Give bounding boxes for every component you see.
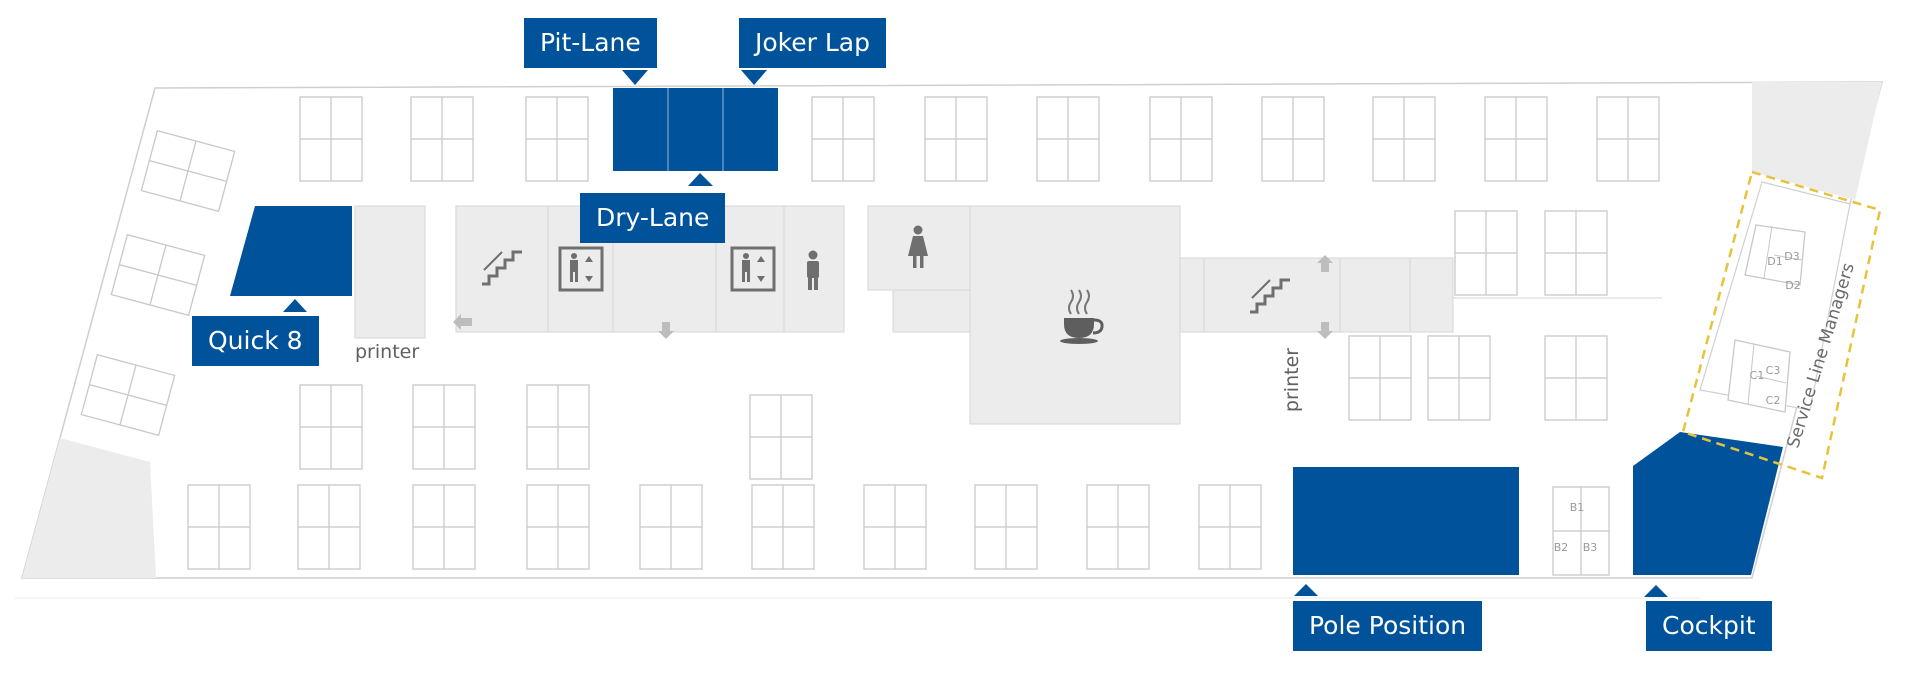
desk-label-b3: B3 bbox=[1583, 541, 1598, 554]
desk-group bbox=[749, 394, 813, 480]
desk-group bbox=[299, 384, 363, 470]
desk-group bbox=[1427, 335, 1491, 421]
desk-group bbox=[1149, 96, 1213, 182]
desk-group bbox=[526, 384, 590, 470]
arrow-icon bbox=[658, 322, 674, 339]
elevator-icon bbox=[558, 246, 604, 292]
central-core bbox=[354, 205, 1662, 425]
arrow-icon bbox=[453, 314, 472, 330]
corner-shade-left bbox=[22, 438, 156, 578]
desk-area bbox=[80, 96, 1660, 576]
desk-label-b1: B1 bbox=[1570, 501, 1585, 514]
desk-group bbox=[1348, 335, 1412, 421]
printer-label-right: printer bbox=[1281, 348, 1303, 412]
desk-group bbox=[1544, 210, 1608, 296]
desk-group bbox=[297, 484, 361, 570]
desk-group bbox=[140, 129, 236, 213]
desk-group bbox=[80, 353, 176, 437]
desk-group bbox=[412, 384, 476, 470]
arrow-icon bbox=[1317, 322, 1333, 339]
room-quick-8[interactable] bbox=[230, 206, 352, 296]
desk-group bbox=[412, 484, 476, 570]
b-desks: B1 B2 B3 bbox=[1554, 501, 1598, 554]
desk-group bbox=[187, 484, 251, 570]
desk-group bbox=[811, 96, 875, 182]
slm-highlight-border bbox=[1681, 170, 1882, 480]
desk-label-b2: B2 bbox=[1554, 541, 1569, 554]
desk-group bbox=[639, 484, 703, 570]
desk-label-c3: C3 bbox=[1766, 364, 1781, 377]
desk-group bbox=[924, 96, 988, 182]
female-restroom-icon bbox=[908, 225, 928, 268]
desk-label-d3: D3 bbox=[1784, 250, 1799, 263]
desk-group bbox=[410, 96, 474, 182]
desk-group bbox=[974, 484, 1038, 570]
desk-label-c1: C1 bbox=[1750, 369, 1765, 382]
desk-group bbox=[1454, 210, 1518, 296]
coffee-icon bbox=[1060, 289, 1104, 344]
desk-group bbox=[863, 484, 927, 570]
desk-group bbox=[1261, 96, 1325, 182]
desk-group bbox=[751, 484, 815, 570]
label-dry-lane[interactable]: Dry-Lane bbox=[580, 193, 726, 243]
label-quick-8[interactable]: Quick 8 bbox=[192, 316, 319, 366]
male-restroom-icon bbox=[807, 250, 819, 290]
desk-group bbox=[1544, 335, 1608, 421]
desk-group bbox=[1484, 96, 1548, 182]
desk-group bbox=[1372, 96, 1436, 182]
desk-label-c2: C2 bbox=[1766, 394, 1781, 407]
arrow-icon bbox=[1317, 255, 1333, 272]
label-cockpit[interactable]: Cockpit bbox=[1646, 601, 1772, 651]
stairs-icon bbox=[1250, 278, 1290, 314]
desk-group bbox=[299, 96, 363, 182]
desk-group bbox=[1036, 96, 1100, 182]
desk-group bbox=[1596, 96, 1660, 182]
desk-group bbox=[1086, 484, 1150, 570]
stairs-icon bbox=[482, 250, 522, 286]
meeting-rooms bbox=[230, 88, 1783, 575]
desk-label-d1: D1 bbox=[1767, 255, 1782, 268]
printer-label-left: printer bbox=[355, 341, 420, 363]
label-pointers bbox=[283, 70, 1668, 597]
label-pit-lane[interactable]: Pit-Lane bbox=[524, 18, 657, 68]
label-pole-position[interactable]: Pole Position bbox=[1293, 601, 1483, 651]
desk-group bbox=[1552, 486, 1610, 576]
desk-group bbox=[1198, 484, 1262, 570]
desk-group bbox=[525, 96, 589, 182]
label-joker-lap[interactable]: Joker Lap bbox=[739, 18, 886, 68]
corner-shade-right bbox=[1752, 82, 1882, 200]
room-pole-position[interactable] bbox=[1293, 467, 1519, 575]
room-cockpit[interactable] bbox=[1633, 432, 1783, 575]
desk-label-d2: D2 bbox=[1785, 279, 1800, 292]
room-pit-lane[interactable] bbox=[613, 88, 778, 171]
desk-group bbox=[526, 484, 590, 570]
elevator-icon bbox=[730, 246, 776, 292]
desk-group bbox=[110, 233, 206, 317]
